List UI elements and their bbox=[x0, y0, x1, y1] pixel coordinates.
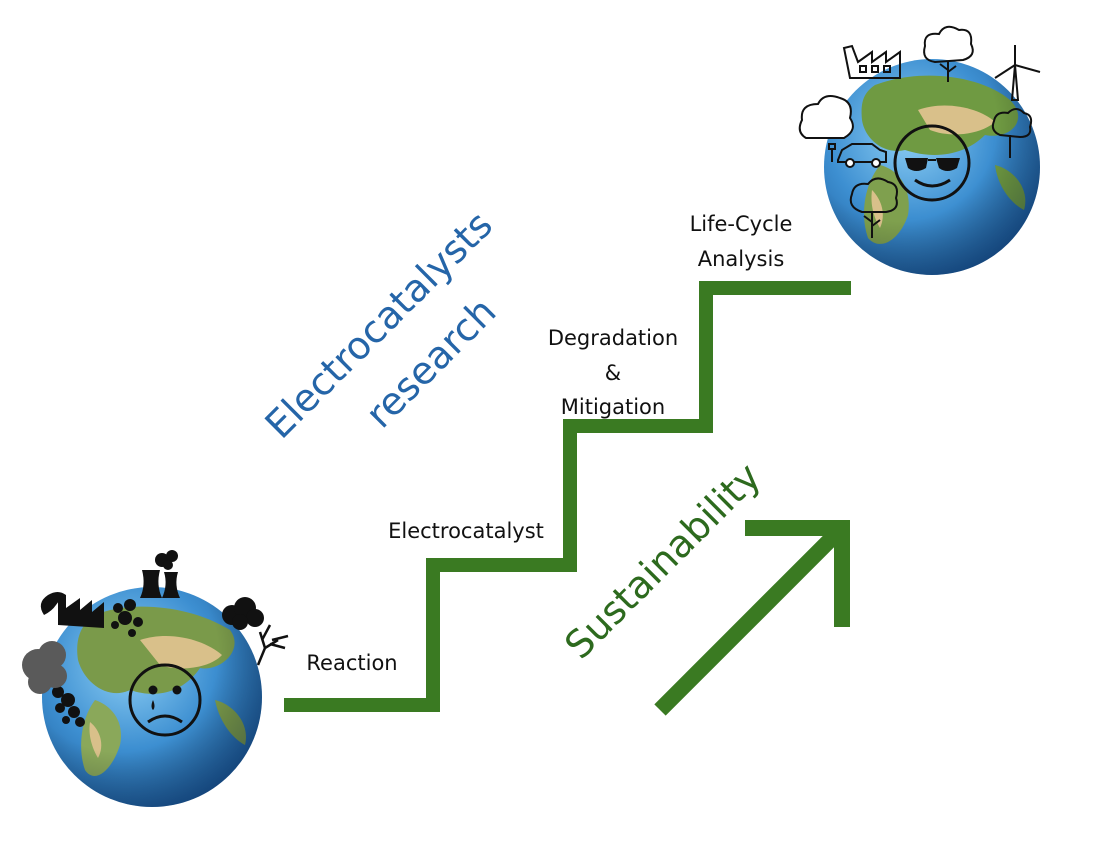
step-electrocatalyst-label: Electrocatalyst bbox=[388, 519, 544, 543]
step-analysis-label: Analysis bbox=[698, 247, 785, 271]
staircase-line bbox=[284, 281, 851, 712]
tree-icon bbox=[849, 177, 898, 238]
factory-outline-icon bbox=[842, 44, 901, 79]
polluted-earth-icon bbox=[22, 550, 289, 807]
cooling-tower-icon bbox=[140, 550, 180, 598]
wind-turbine-icon bbox=[994, 45, 1041, 101]
tree-icon-right bbox=[991, 108, 1033, 158]
sustainability-arrow bbox=[654, 520, 850, 716]
white-cloud-icon bbox=[798, 95, 854, 139]
healthy-earth-icon bbox=[824, 59, 1040, 275]
step-reaction-label: Reaction bbox=[306, 651, 397, 675]
step-mitigation-label: Mitigation bbox=[561, 395, 665, 419]
tree-top-icon bbox=[923, 25, 974, 82]
step-degradation-ampersand: & bbox=[605, 361, 621, 385]
dead-tree-icon bbox=[256, 624, 289, 666]
step-degradation-label: Degradation bbox=[548, 326, 678, 350]
step-lifecycle-label: Life-Cycle bbox=[690, 212, 793, 236]
pollution-particles-icon bbox=[52, 599, 143, 727]
factory-icon bbox=[40, 592, 104, 628]
cool-face-icon bbox=[893, 124, 971, 202]
dark-cloud-icon bbox=[222, 597, 264, 630]
electric-car-icon bbox=[828, 143, 887, 168]
sad-face-icon bbox=[128, 663, 202, 737]
smog-cloud-icon bbox=[22, 641, 67, 694]
